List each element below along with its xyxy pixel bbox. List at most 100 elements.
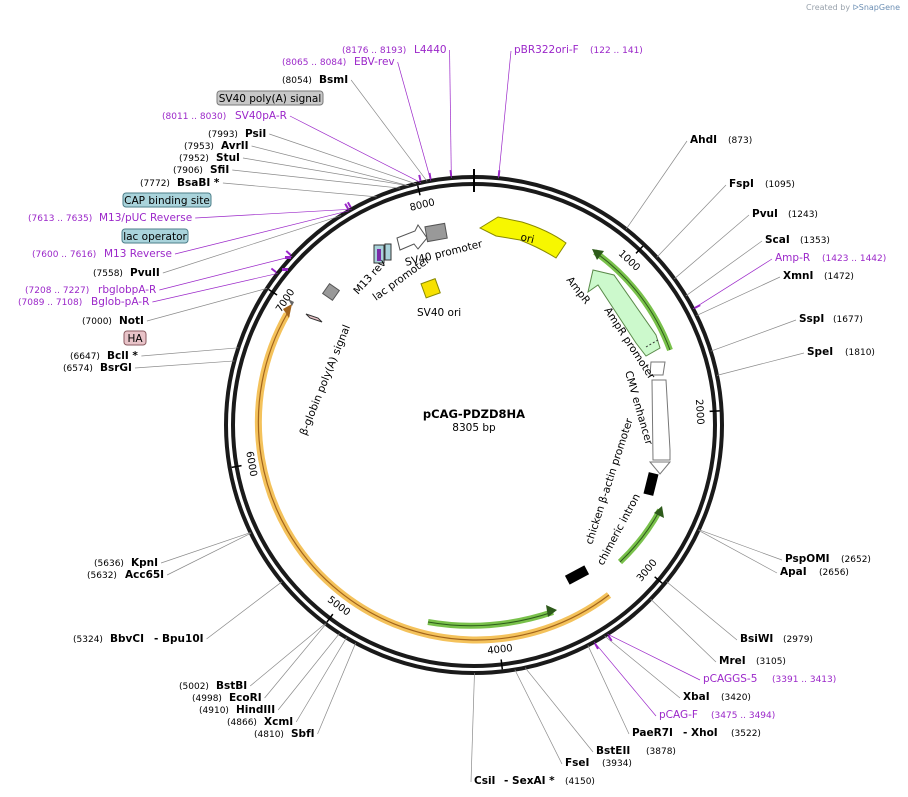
leader-line xyxy=(716,352,805,376)
site-name: KpnI xyxy=(131,557,158,569)
feature-orange-cds xyxy=(254,304,612,644)
primer-marker xyxy=(270,267,277,273)
primer-marker xyxy=(497,170,501,177)
box-ha-label: HA xyxy=(127,333,143,345)
site-label: (5002)BstBI xyxy=(179,680,247,692)
tick-mark xyxy=(268,288,278,296)
leader-line xyxy=(604,635,681,699)
site-label: SspI(1677) xyxy=(799,313,863,325)
site-position: (4910) xyxy=(199,706,229,716)
site-position: (2656) xyxy=(819,568,849,578)
primer-marker xyxy=(428,172,432,179)
site-position: (3522) xyxy=(731,729,761,739)
site-position: (6574) xyxy=(63,364,93,374)
leader-line xyxy=(524,667,594,753)
bglobin-signal-label: β-globin poly(A) signal xyxy=(298,323,353,437)
tick-label: 4000 xyxy=(487,643,514,657)
site-position: (1243) xyxy=(788,210,818,220)
site-name: ScaI xyxy=(765,234,790,246)
site-label: (4998) EcoRI xyxy=(192,692,262,704)
site-position: (7772) xyxy=(140,179,170,189)
site-position: (1353) xyxy=(800,236,830,246)
leader-line xyxy=(692,258,773,310)
site-name: SpeI xyxy=(807,346,833,358)
site-name: AvrII xyxy=(221,140,249,152)
site-label: (8054)BsmI xyxy=(282,74,348,86)
primer-label: (8176 .. 8193)L4440 xyxy=(342,44,447,56)
primer-marker xyxy=(607,635,613,642)
site-label: SpeI(1810) xyxy=(807,346,875,358)
site-name: XcmI xyxy=(264,716,293,728)
site-name: SfiI xyxy=(210,164,229,176)
site-name: SspI xyxy=(799,313,824,325)
leader-line xyxy=(134,360,235,369)
site-label: (5632) Acc65I xyxy=(87,569,164,581)
primer-range: (7613 .. 7635) xyxy=(28,214,92,224)
site-label: FseI(3934) xyxy=(565,757,632,769)
primer-marker xyxy=(694,304,701,309)
site-position: (7952) xyxy=(179,154,209,164)
primer-name: Amp-R xyxy=(775,252,810,264)
site-name: CsiI xyxy=(474,775,495,787)
site-position: (6647) xyxy=(70,352,100,362)
primer-range: (7600 .. 7616) xyxy=(32,250,96,260)
site-extra: - SexAI * xyxy=(504,775,555,787)
primer-range: (8065 .. 8084) xyxy=(282,58,346,68)
leader-line xyxy=(159,256,293,291)
credit-brand: SnapGene xyxy=(858,3,900,12)
leader-line xyxy=(269,133,417,185)
site-name: PvuII xyxy=(130,267,160,279)
site-label: (5324)BbvCI- Bpu10I xyxy=(73,633,204,645)
plasmid-name: pCAG-PDZD8HA xyxy=(423,407,525,421)
site-label: (7953)AvrII xyxy=(184,140,249,152)
plasmid-length: 8305 bp xyxy=(452,422,496,434)
tick-mark xyxy=(635,245,644,254)
primer-name: pBR322ori-F xyxy=(514,44,579,56)
leader-line xyxy=(650,598,717,663)
tick-label: 7000 xyxy=(274,287,297,314)
primer-label: (8011 .. 8030)SV40pA-R xyxy=(162,110,287,122)
site-name: BsrGI xyxy=(100,362,132,374)
tick-label: 6000 xyxy=(243,451,258,478)
site-label: (7000)NotI xyxy=(82,315,144,327)
primer-label: (7208 .. 7227)rbglobpA-R xyxy=(25,284,156,296)
site-name: XmnI xyxy=(783,270,813,282)
feature-green-arrow-bottom xyxy=(427,605,557,629)
credit-prefix: Created by xyxy=(806,3,851,12)
site-label: (6647)BclI * xyxy=(70,350,138,362)
site-position: (4998) xyxy=(192,694,222,704)
site-position: (5632) xyxy=(87,571,117,581)
leader-line xyxy=(498,50,512,179)
site-name: AhdI xyxy=(690,134,717,146)
site-label: PaeR7I- XhoI(3522) xyxy=(632,727,761,739)
primer-name: EBV-rev xyxy=(354,56,395,68)
primer-marker xyxy=(285,250,292,256)
leader-line xyxy=(152,273,278,303)
tick-mark xyxy=(326,613,334,623)
site-name: EcoRI xyxy=(229,692,262,704)
site-label: PspOMI(2652) xyxy=(785,553,871,565)
primer-range: (7089 .. 7108) xyxy=(18,298,82,308)
site-position: (3878) xyxy=(646,747,676,757)
leader-line xyxy=(449,49,452,179)
leader-line xyxy=(696,276,781,316)
tick-mark xyxy=(417,185,421,196)
leader-line xyxy=(277,633,340,711)
leader-line xyxy=(195,208,352,219)
primer-range: (122 .. 141) xyxy=(590,46,643,56)
primer-range: (3475 .. 3494) xyxy=(711,711,775,721)
primer-marker xyxy=(344,203,350,210)
site-position: (3105) xyxy=(756,657,786,667)
primer-label: pCAGGS-5(3391 .. 3413) xyxy=(703,673,836,685)
leader-line xyxy=(470,672,475,783)
primer-name: Bglob-pA-R xyxy=(91,296,149,308)
leader-line xyxy=(593,641,657,717)
feature-ampr-green xyxy=(592,249,673,565)
site-name: BstBI xyxy=(216,680,247,692)
box-sv40-polya-label: SV40 poly(A) signal xyxy=(219,93,322,105)
site-name: Acc65I xyxy=(125,569,164,581)
site-label: XbaI(3420) xyxy=(683,691,751,703)
primer-label: (7613 .. 7635)M13/pUC Reverse xyxy=(28,212,192,224)
leader-line xyxy=(222,182,377,198)
